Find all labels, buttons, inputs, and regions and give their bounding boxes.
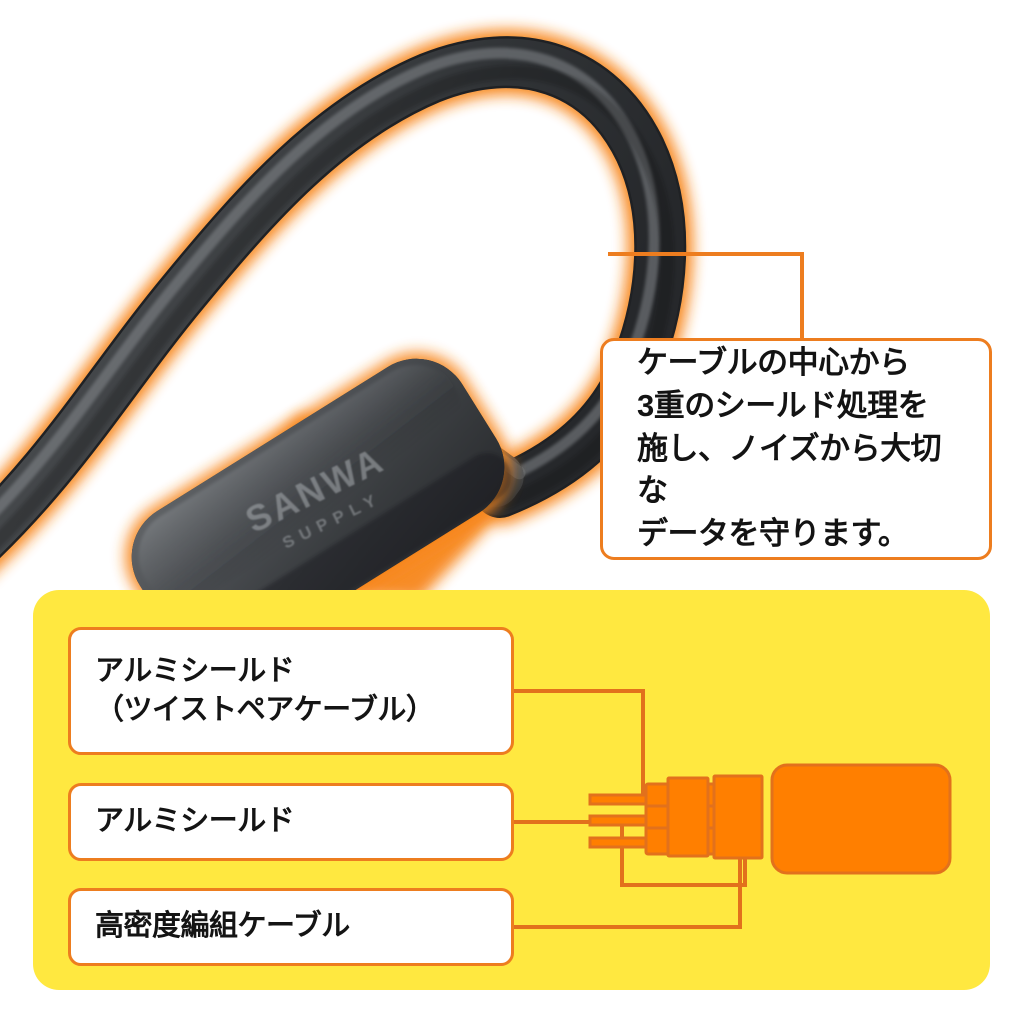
label-text: アルミシールド xyxy=(95,805,295,838)
label-text: アルミシールド （ツイストペアケーブル） xyxy=(95,654,435,726)
label-text: 高密度編組ケーブル xyxy=(95,910,350,943)
callout-text: ケーブルの中心から 3重のシールド処理を 施し、ノイズから大切な データを守りま… xyxy=(637,345,942,552)
label-box-aluminum-shield: アルミシールド xyxy=(68,783,514,861)
label-box-high-density-braided-cable: 高密度編組ケーブル xyxy=(68,888,514,966)
label-box-aluminum-shield-twisted-pair: アルミシールド （ツイストペアケーブル） xyxy=(68,627,514,755)
callout-box: ケーブルの中心から 3重のシールド処理を 施し、ノイズから大切な データを守りま… xyxy=(600,338,992,560)
callout-leader-vertical xyxy=(800,252,804,342)
callout-leader-horizontal xyxy=(608,252,804,256)
